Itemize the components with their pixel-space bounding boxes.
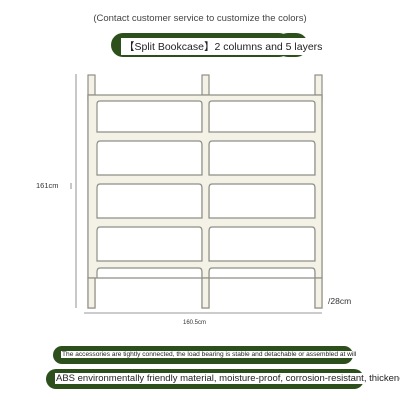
foot-left [87, 277, 96, 309]
height-label: 161cm [36, 181, 59, 190]
foot-middle [201, 277, 210, 309]
depth-label: /28cm [328, 296, 352, 306]
shelf-frame [87, 94, 323, 279]
foot-right [314, 277, 323, 309]
feature-line-2: ABS environmentally friendly material, m… [55, 373, 400, 384]
product-title: 【Split Bookcase】2 columns and 5 layers [121, 38, 326, 55]
feature-line-1: The accessories are tightly connected, t… [61, 351, 358, 358]
width-label: 160.5cm [183, 320, 207, 326]
customize-color-note: (Contact customer service to customize t… [93, 13, 307, 24]
